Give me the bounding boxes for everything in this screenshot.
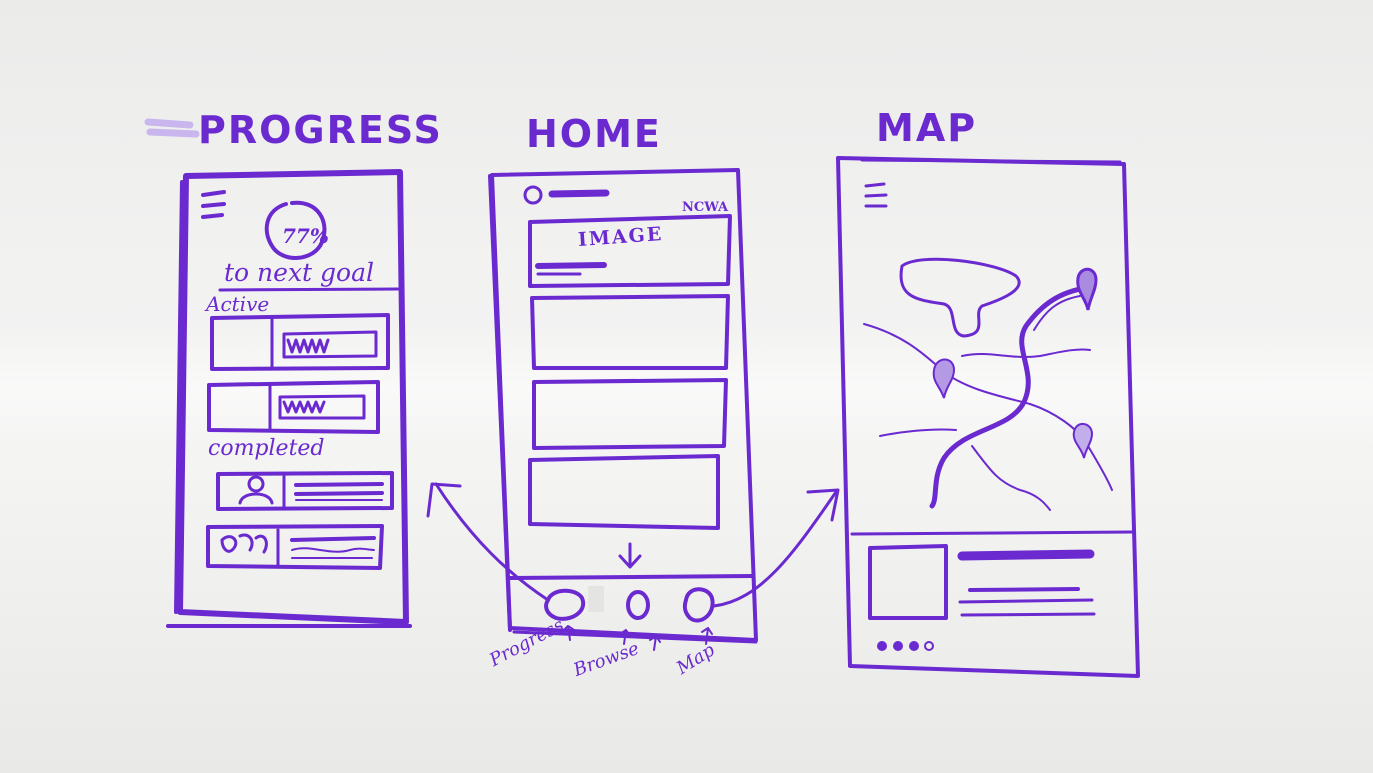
- progress-ring-icon: [264, 200, 327, 260]
- home-top-right-label: NCWA: [682, 200, 729, 215]
- progress-percent: 77%: [282, 224, 329, 248]
- completed-item-2: [206, 524, 384, 570]
- map-pin-icon-3: [1072, 423, 1094, 459]
- active-item-2: [207, 380, 380, 434]
- map-pin-icon-2: [932, 358, 956, 399]
- avatar-icon: [523, 185, 610, 205]
- tab-map-icon: [682, 587, 715, 623]
- eraser-smudge: [144, 118, 200, 138]
- map-title: MAP: [876, 106, 978, 150]
- home-title: HOME: [526, 112, 662, 156]
- subtitle-underline: [218, 287, 400, 292]
- tab-browse-icon: [626, 590, 650, 620]
- tab-progress-icon: [544, 588, 586, 621]
- map-screen-frame: [836, 156, 1140, 678]
- section-active-label: Active: [206, 292, 270, 316]
- home-tab-bar: [508, 574, 758, 644]
- nav-label-arrows: [563, 625, 713, 651]
- map-pin-icon: [1076, 267, 1098, 311]
- active-item-1: [210, 313, 390, 371]
- pagination-dots: [877, 641, 934, 651]
- map-area: [863, 257, 1113, 511]
- home-card-4: [528, 454, 720, 530]
- flow-arrow-to-progress: [426, 482, 550, 602]
- home-card-2: [530, 294, 730, 370]
- down-arrow-icon: [618, 542, 642, 569]
- home-card-3: [532, 378, 728, 450]
- menu-icon: [201, 190, 226, 219]
- home-screen-frame: [488, 168, 758, 642]
- progress-title: PROGRESS: [198, 108, 443, 152]
- map-detail-sheet: [850, 530, 1134, 620]
- home-card-1: [528, 214, 732, 288]
- progress-screen-frame: [166, 169, 412, 628]
- flow-arrow-to-map: [712, 488, 840, 608]
- progress-subtitle: to next goal: [224, 258, 374, 287]
- map-menu-icon: [864, 182, 888, 208]
- completed-item-1: [216, 471, 394, 511]
- section-completed-label: completed: [208, 436, 325, 461]
